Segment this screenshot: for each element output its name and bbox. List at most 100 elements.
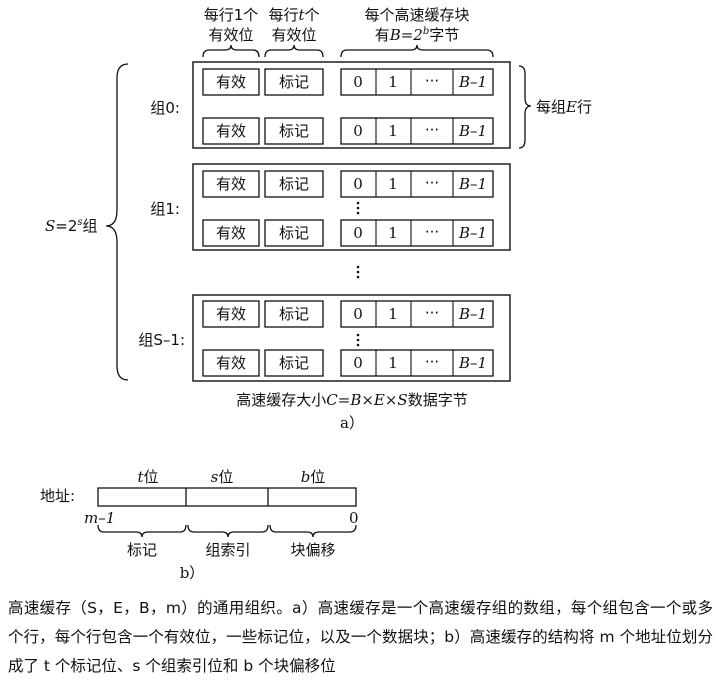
byte-ellipsis: ··· <box>425 304 439 322</box>
text-label: 位 <box>218 468 233 486</box>
tag-cell: 标记 <box>279 354 309 372</box>
lines-per-set-brace <box>518 65 532 149</box>
group-1-label: 组1: <box>150 200 180 218</box>
set-1-line-2: 有效 标记 0 1 ··· B–1 <box>202 219 494 247</box>
header-tag-line2: 有效位 <box>271 26 316 44</box>
field-offset-name: 块偏移 <box>290 541 335 559</box>
byte-0: 0 <box>353 73 363 91</box>
byte-1: 1 <box>388 224 398 242</box>
header-block-line2: 有B=2b字节 <box>375 26 460 44</box>
text-label: b <box>423 26 429 37</box>
byte-1: 1 <box>388 305 398 323</box>
header-valid-line1: 每行1个 <box>204 6 259 24</box>
field-tag-name: 标记 <box>127 541 157 559</box>
set-0-line-1: 有效 标记 0 1 ··· B–1 <box>202 68 494 96</box>
byte-0: 0 <box>353 175 363 193</box>
figure-caption: 高速缓存（S，E，B，m）的通用组织。a）高速缓存是一个高速缓存组的数组，每个组… <box>8 599 713 675</box>
set-last-frame <box>192 294 511 382</box>
tag-cell: 标记 <box>279 122 309 140</box>
text-label: s <box>211 468 219 486</box>
sub-label-b: b） <box>180 564 205 582</box>
header-block-line1: 每个高速缓存块 <box>364 6 469 24</box>
set-1-frame <box>192 163 511 251</box>
tag-cell: 标记 <box>279 305 309 323</box>
valid-cell: 有效 <box>216 122 246 140</box>
byte-last: B–1 <box>458 175 487 193</box>
text-label: 组 <box>83 217 98 235</box>
byte-ellipsis: ··· <box>425 121 439 139</box>
sets-total-label: S=2s组 <box>45 217 98 235</box>
valid-cell: 有效 <box>216 175 246 193</box>
tag-cell: 标记 <box>279 175 309 193</box>
text-label: B=2 <box>389 26 423 44</box>
lines-per-set-label: 每组E行 <box>536 98 592 116</box>
byte-0: 0 <box>353 305 363 323</box>
address-label: 地址: <box>40 487 75 505</box>
text-label: 字节 <box>429 26 459 44</box>
byte-last: B–1 <box>458 73 487 91</box>
group-0-label: 组0: <box>150 99 180 117</box>
byte-0: 0 <box>353 122 363 140</box>
valid-cell: 有效 <box>216 224 246 242</box>
byte-1: 1 <box>388 122 398 140</box>
byte-ellipsis: ··· <box>425 72 439 90</box>
byte-1: 1 <box>388 354 398 372</box>
text-label: 位 <box>144 468 159 486</box>
text-label: =2 <box>55 217 77 235</box>
valid-cell: 有效 <box>216 73 246 91</box>
header-valid-line2: 有效位 <box>208 26 253 44</box>
cache-size-label: 高速缓存大小C=B×E×S数据字节 <box>236 391 467 409</box>
text-label: 行 <box>577 98 592 116</box>
text-label: C=B×E×S <box>326 391 407 409</box>
text-label: b <box>301 468 311 486</box>
tag-cell: 标记 <box>279 224 309 242</box>
byte-last: B–1 <box>458 122 487 140</box>
field-index-name: 组索引 <box>205 541 250 559</box>
byte-1: 1 <box>388 73 398 91</box>
header-brace-valid <box>202 44 260 58</box>
set-1-line-1: 有效 标记 0 1 ··· B–1 <box>202 170 494 198</box>
text-label: t <box>298 6 305 24</box>
field-t-bits: t位 <box>137 468 158 486</box>
offset-brace <box>269 524 357 538</box>
text-label: 个 <box>305 6 320 24</box>
text-label: s <box>77 217 82 228</box>
text-label: 高速缓存大小 <box>236 391 326 409</box>
text-label: 位 <box>310 468 325 486</box>
text-label: t <box>137 468 144 486</box>
vertical-ellipsis <box>356 201 360 347</box>
byte-last: B–1 <box>458 224 487 242</box>
address-msb: m–1 <box>84 509 115 527</box>
text-label: 每行 <box>268 6 298 24</box>
byte-ellipsis: ··· <box>425 223 439 241</box>
header-brace-block <box>340 44 494 58</box>
valid-cell: 有效 <box>216 354 246 372</box>
byte-0: 0 <box>353 224 363 242</box>
index-brace <box>187 524 269 538</box>
header-brace-tag <box>264 44 324 58</box>
address-lsb: 0 <box>349 509 359 527</box>
field-b-bits: b位 <box>301 468 326 486</box>
tag-brace <box>97 524 187 538</box>
text-label: E <box>565 98 577 116</box>
set-last-line-1: 有效 标记 0 1 ··· B–1 <box>202 300 494 328</box>
byte-1: 1 <box>388 175 398 193</box>
sub-label-a: a） <box>340 414 364 432</box>
text-label: 有 <box>375 26 390 44</box>
byte-last: B–1 <box>458 354 487 372</box>
byte-0: 0 <box>353 354 363 372</box>
tag-cell: 标记 <box>279 73 309 91</box>
byte-ellipsis: ··· <box>425 353 439 371</box>
valid-cell: 有效 <box>216 305 246 323</box>
text-label: 每组 <box>536 98 566 116</box>
set-0-line-2: 有效 标记 0 1 ··· B–1 <box>202 117 494 145</box>
byte-ellipsis: ··· <box>425 174 439 192</box>
address-bar <box>97 487 357 507</box>
field-s-bits: s位 <box>211 468 234 486</box>
set-last-line-2: 有效 标记 0 1 ··· B–1 <box>202 349 494 377</box>
sets-brace <box>105 63 129 381</box>
text-label: S <box>45 217 55 235</box>
header-tag-line1: 每行t个 <box>268 6 319 24</box>
set-0-frame <box>192 61 511 149</box>
